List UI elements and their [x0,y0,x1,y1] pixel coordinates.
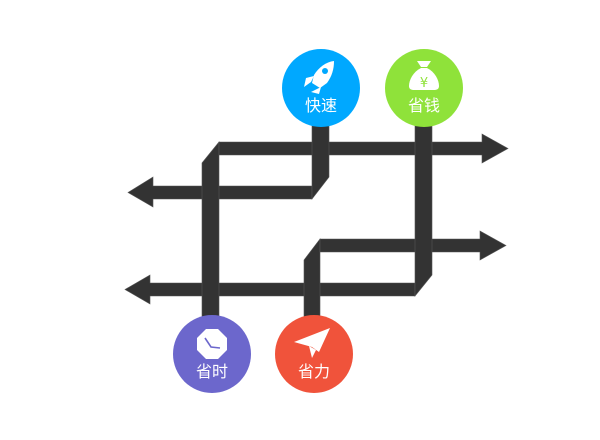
route-arrow-left-upper [127,176,313,208]
route-money [414,109,433,297]
route-time [201,141,220,331]
node-fast-label: 快速 [304,96,337,115]
route-arrow-left-lower [124,274,416,305]
rocket-icon [304,61,334,94]
node-time-label: 省时 [195,362,228,381]
route-arrow-right-lower [319,230,507,261]
money-bag-icon: ¥ [409,61,439,91]
node-money-label: 省钱 [407,96,440,115]
clock-icon [197,329,227,359]
paper-plane-icon [294,328,330,358]
yen-symbol: ¥ [420,76,428,91]
route-arrow-right-upper [218,133,509,164]
node-effort-label: 省力 [297,362,330,381]
node-fast [282,49,360,127]
